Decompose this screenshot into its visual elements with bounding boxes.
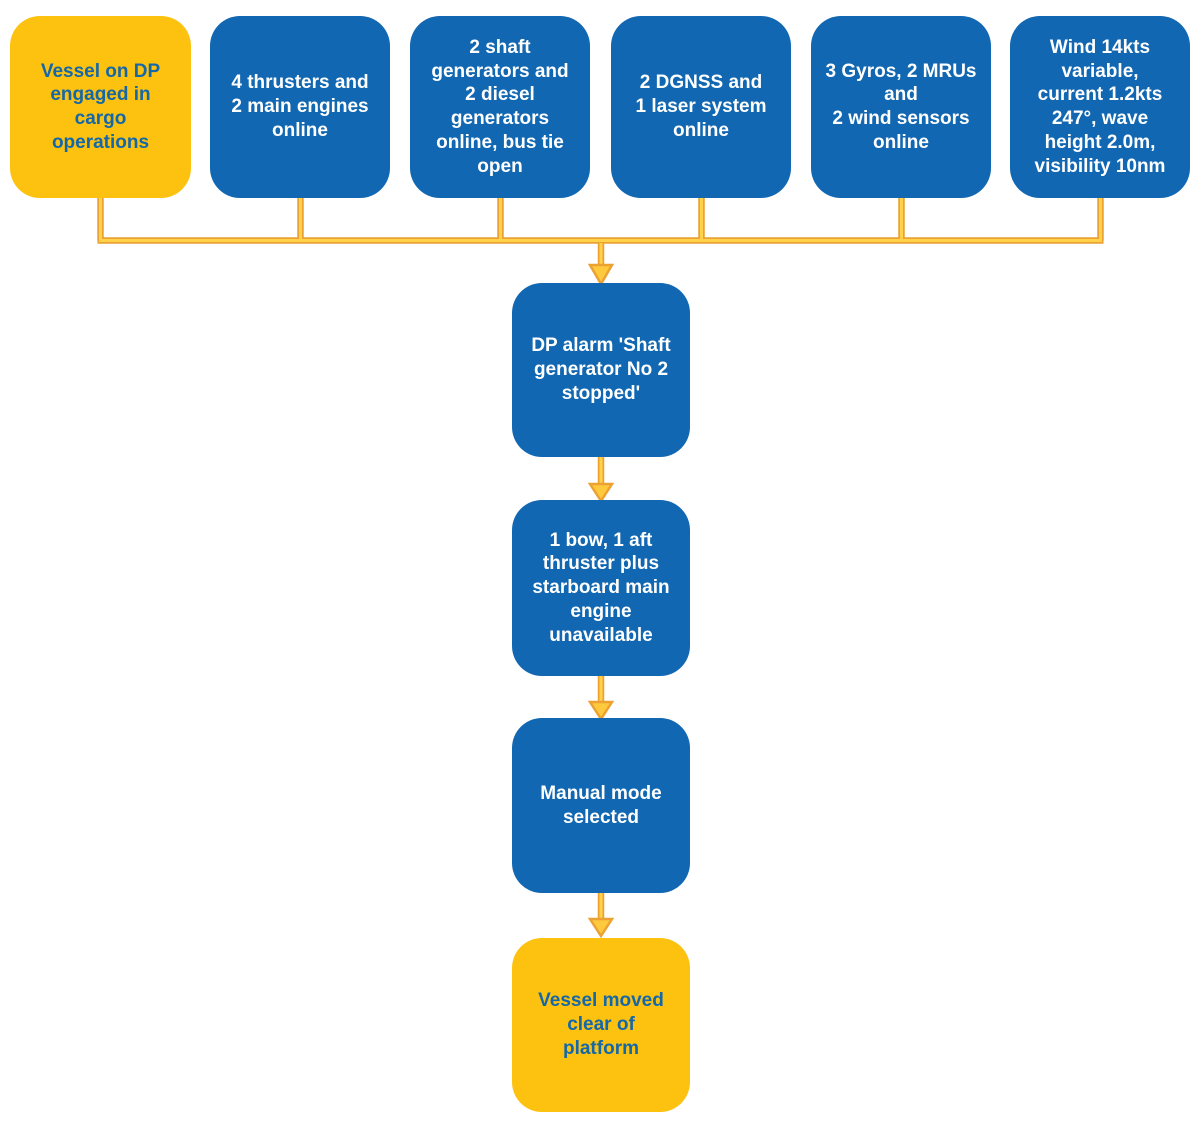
node-dp-alarm-label: DP alarm 'Shaft generator No 2 stopped' bbox=[531, 335, 671, 404]
node-vessel-clear-label: Vessel moved clear of platform bbox=[538, 990, 664, 1059]
node-shaft-diesel-generators: 2 shaft generators and 2 diesel generato… bbox=[410, 16, 590, 198]
node-equipment-unavailable-label: 1 bow, 1 aft thruster plus starboard mai… bbox=[532, 529, 670, 646]
node-dgnss-laser: 2 DGNSS and 1 laser system online bbox=[611, 16, 791, 198]
node-dp-alarm: DP alarm 'Shaft generator No 2 stopped' bbox=[512, 283, 690, 457]
node-vessel-on-dp: Vessel on DP engaged in cargo operations bbox=[10, 16, 191, 198]
node-shaft-diesel-generators-label: 2 shaft generators and 2 diesel generato… bbox=[431, 36, 569, 177]
node-vessel-clear: Vessel moved clear of platform bbox=[512, 938, 690, 1112]
node-gyros-mrus-wind-sensors-label: 3 Gyros, 2 MRUs and 2 wind sensors onlin… bbox=[825, 60, 977, 153]
node-thrusters-engines: 4 thrusters and 2 main engines online bbox=[210, 16, 390, 198]
node-equipment-unavailable: 1 bow, 1 aft thruster plus starboard mai… bbox=[512, 500, 690, 676]
node-gyros-mrus-wind-sensors: 3 Gyros, 2 MRUs and 2 wind sensors onlin… bbox=[811, 16, 991, 198]
node-manual-mode-label: Manual mode selected bbox=[540, 782, 662, 828]
node-manual-mode: Manual mode selected bbox=[512, 718, 690, 893]
node-dgnss-laser-label: 2 DGNSS and 1 laser system online bbox=[635, 72, 767, 141]
node-vessel-on-dp-label: Vessel on DP engaged in cargo operations bbox=[40, 60, 161, 153]
node-environment-conditions: Wind 14kts variable, current 1.2kts 247°… bbox=[1010, 16, 1190, 198]
node-environment-conditions-label: Wind 14kts variable, current 1.2kts 247°… bbox=[1034, 36, 1166, 177]
node-thrusters-engines-label: 4 thrusters and 2 main engines online bbox=[231, 72, 369, 141]
